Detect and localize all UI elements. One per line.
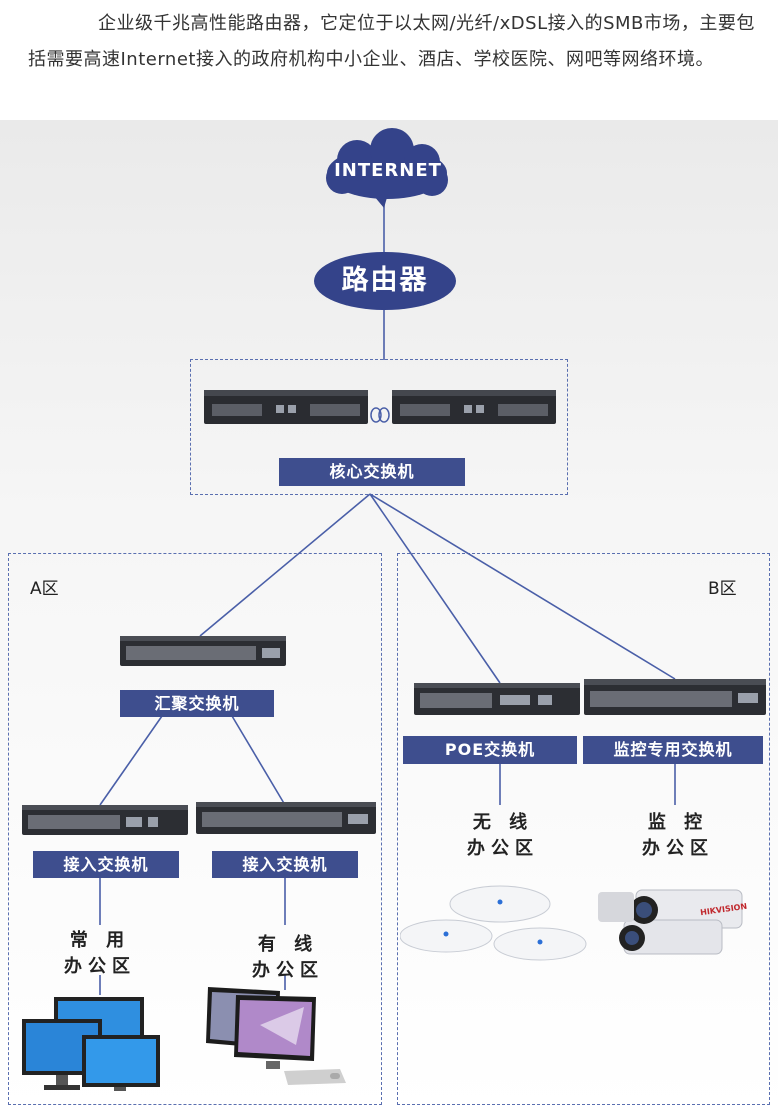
wired-monitors-icon — [206, 987, 346, 1085]
link-aggregation-access1 — [99, 715, 163, 806]
office-wired-line2: 办公区 — [252, 960, 324, 981]
security-cameras-icon — [598, 889, 743, 955]
core-switch-icon-right — [392, 390, 556, 424]
router-node: 路由器 — [314, 252, 456, 310]
core-switch-icon-left — [204, 390, 368, 424]
access-switch-2-icon — [196, 802, 376, 834]
link-core-poe — [369, 493, 501, 684]
office-common-line1: 常 用 — [69, 930, 131, 951]
office-common-line2: 办公区 — [64, 956, 136, 977]
office-wired-line1: 有 线 — [257, 934, 319, 955]
intro-text: 企业级千兆高性能路由器，它定位于以太网/光纤/xDSL接入的SMB市场，主要包括… — [28, 13, 755, 70]
office-wireless-label: 无 线 办公区 — [443, 810, 563, 862]
aggregation-switch-icon — [120, 636, 286, 666]
stack-link-icon — [370, 407, 390, 423]
internet-label: INTERNET — [334, 160, 442, 181]
monitor-switch-label: 监控专用交换机 — [583, 736, 763, 764]
link-core-aggregation — [199, 493, 371, 637]
aggregation-switch-label: 汇聚交换机 — [120, 690, 274, 717]
office-wireless-line2: 办公区 — [467, 838, 539, 859]
office-wireless-line1: 无 线 — [472, 812, 534, 833]
poe-switch-label: POE交换机 — [403, 736, 577, 764]
zone-a-label: A区 — [30, 579, 59, 599]
wireless-access-points-icon — [400, 885, 587, 961]
zone-b — [397, 553, 770, 1105]
internet-cloud-icon — [326, 128, 448, 208]
router-label: 路由器 — [341, 265, 429, 296]
desktop-monitors-icon — [22, 997, 160, 1091]
access-switch-1-label: 接入交换机 — [33, 851, 179, 878]
link-core-monitor — [369, 493, 676, 680]
office-monitor-line2: 办公区 — [642, 838, 714, 859]
monitor-switch-icon — [584, 679, 766, 715]
access-switch-2-label: 接入交换机 — [212, 851, 358, 878]
zone-a — [8, 553, 382, 1105]
zone-b-label: B区 — [708, 579, 737, 599]
link-aggregation-access2 — [231, 715, 286, 806]
access-switch-1-icon — [22, 805, 188, 835]
intro-section: 企业级千兆高性能路由器，它定位于以太网/光纤/xDSL接入的SMB市场，主要包括… — [0, 0, 778, 120]
office-monitor-line1: 监 控 — [647, 812, 709, 833]
core-switch-zone — [190, 359, 568, 495]
core-switch-label: 核心交换机 — [279, 458, 465, 486]
poe-switch-icon — [414, 683, 580, 715]
office-wired-label: 有 线 办公区 — [228, 932, 348, 984]
office-monitor-label: 监 控 办公区 — [618, 810, 738, 862]
office-common-label: 常 用 办公区 — [40, 928, 160, 980]
